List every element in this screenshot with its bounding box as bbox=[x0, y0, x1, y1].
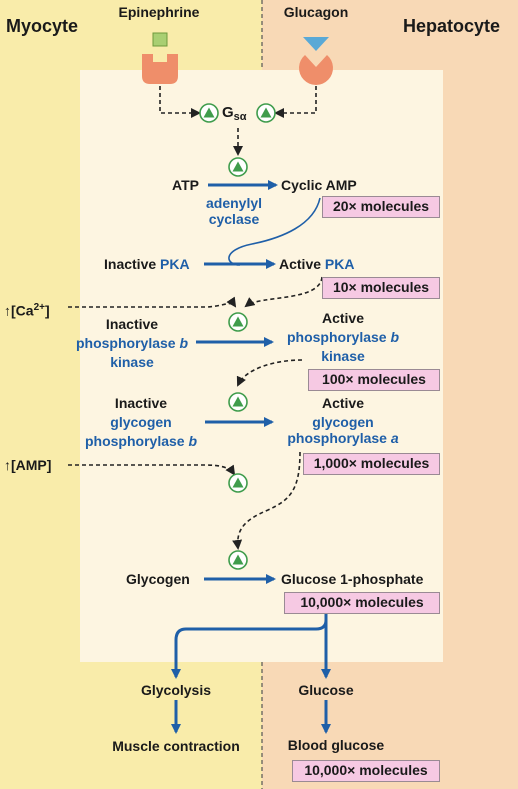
camp-activates-pka-curve bbox=[228, 197, 321, 266]
calcium-end: ] bbox=[44, 302, 50, 319]
pk-amount-box: 100× molecules bbox=[308, 369, 440, 391]
gp-active-phosphorylase: phosphorylase bbox=[287, 430, 391, 446]
atp-label: ATP bbox=[172, 177, 199, 193]
amp-label: ↑[AMP] bbox=[4, 457, 52, 473]
pk-active-phosphorylase: phosphorylase bbox=[286, 329, 391, 345]
g-protein-sub: sα bbox=[233, 111, 247, 123]
pka-text: PKA bbox=[160, 256, 190, 272]
glucagon-signal-arrow bbox=[274, 86, 317, 118]
cytoplasm-region bbox=[80, 70, 443, 662]
gp-inactive-phosphorylase: phosphorylase bbox=[84, 433, 189, 449]
gp-signal-arrow bbox=[232, 451, 301, 550]
pk-active-line-3: kinase bbox=[321, 348, 365, 364]
pka-text: PKA bbox=[324, 256, 355, 272]
gp-amount-box: 1,000× molecules bbox=[303, 453, 440, 475]
epinephrine-icon bbox=[152, 32, 168, 47]
active-prefix: Active bbox=[279, 256, 325, 272]
g1p-label: Glucose 1-phosphate bbox=[281, 571, 424, 587]
gp-active-line-1: Active bbox=[321, 395, 365, 411]
glycolysis-label: Glycolysis bbox=[140, 682, 212, 698]
muscle-contraction-label: Muscle contraction bbox=[112, 738, 240, 754]
camp-amount-box: 20× molecules bbox=[322, 196, 440, 218]
activator-icon bbox=[228, 550, 248, 570]
activator-icon bbox=[228, 157, 248, 177]
pk-inactive-line-1: Inactive bbox=[105, 316, 159, 332]
pk-inactive-phosphorylase: phosphorylase bbox=[75, 335, 180, 351]
amp-signal-arrow bbox=[68, 464, 236, 476]
calcium-signal-arrow bbox=[68, 296, 237, 308]
pk-active-line-2: phosphorylase b bbox=[287, 329, 399, 346]
glucagon-icon bbox=[303, 37, 329, 51]
adenylyl-cyclase-label-1: adenylyl bbox=[205, 195, 263, 211]
pka-amount-box: 10× molecules bbox=[322, 277, 440, 299]
pk-signal-arrow bbox=[236, 359, 303, 387]
pk-inactive-b: b bbox=[179, 335, 189, 351]
inactive-pka-label: Inactive PKA bbox=[104, 256, 190, 273]
activator-icon bbox=[256, 103, 276, 123]
pka-signal-arrow bbox=[244, 276, 323, 308]
active-pka-label: Active PKA bbox=[279, 256, 354, 273]
camp-label: Cyclic AMP bbox=[281, 177, 357, 193]
myocyte-label: Myocyte bbox=[6, 16, 79, 36]
glycogen-label: Glycogen bbox=[126, 571, 190, 587]
glucose-label: Glucose bbox=[298, 682, 354, 698]
gp-active-line-3: phosphorylase a bbox=[287, 430, 398, 447]
gp-inactive-line-2: glycogen bbox=[110, 414, 172, 430]
pk-inactive-line-3: kinase bbox=[110, 354, 154, 370]
gp-inactive-b: b bbox=[188, 433, 198, 449]
g-protein-main: G bbox=[222, 104, 234, 121]
pk-inactive-line-2: phosphorylase b bbox=[76, 335, 188, 352]
pk-active-line-1: Active bbox=[321, 310, 365, 326]
hepatocyte-label: Hepatocyte bbox=[403, 16, 501, 36]
gp-active-line-2: glycogen bbox=[312, 414, 374, 430]
g-protein-label: Gsα bbox=[222, 104, 247, 126]
inactive-prefix: Inactive bbox=[104, 256, 161, 272]
activator-icon bbox=[199, 103, 219, 123]
blood-amount-box: 10,000× molecules bbox=[292, 760, 440, 782]
activator-icon bbox=[228, 473, 248, 493]
activator-icon bbox=[228, 392, 248, 412]
blood-glucose-label: Blood glucose bbox=[287, 737, 385, 753]
gp-inactive-line-3: phosphorylase b bbox=[85, 433, 197, 450]
epinephrine-label: Epinephrine bbox=[118, 4, 200, 20]
calcium-sup: 2+ bbox=[33, 302, 45, 313]
pk-active-b: b bbox=[390, 329, 400, 345]
activator-icon bbox=[228, 312, 248, 332]
epinephrine-signal-arrow bbox=[159, 86, 201, 118]
glucagon-receptor-icon bbox=[299, 55, 333, 85]
adenylyl-cyclase-label-2: cyclase bbox=[208, 211, 260, 227]
gp-active-a: a bbox=[390, 430, 399, 446]
g1p-amount-box: 10,000× molecules bbox=[284, 592, 440, 614]
calcium-label: ↑[Ca2+] bbox=[4, 299, 50, 320]
gp-inactive-line-1: Inactive bbox=[114, 395, 168, 411]
epinephrine-receptor-icon bbox=[142, 54, 178, 84]
glucagon-label: Glucagon bbox=[283, 4, 349, 20]
calcium-text: ↑[Ca bbox=[4, 302, 34, 319]
